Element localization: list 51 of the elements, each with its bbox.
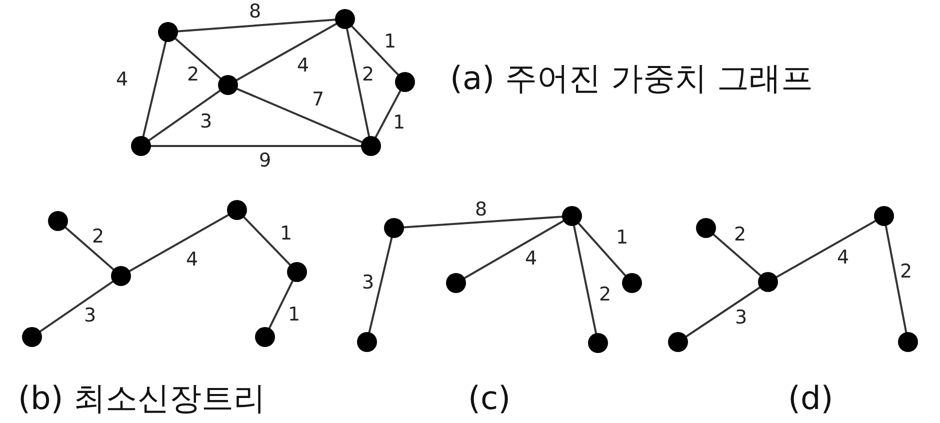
edge-line: [572, 224, 598, 334]
edge-line: [128, 214, 230, 272]
vertex-dot: [696, 218, 716, 238]
edge-line: [38, 280, 114, 333]
vertex-dot: [622, 273, 642, 293]
edge-line: [346, 28, 370, 138]
vertex-dot: [287, 262, 307, 282]
edge-line: [64, 226, 115, 271]
vertex-dot: [361, 136, 381, 156]
edge-line: [236, 88, 364, 144]
edge-line: [712, 233, 762, 277]
edge-line: [142, 40, 167, 138]
edge-line: [268, 280, 294, 330]
edge-line: [684, 286, 762, 338]
vertex-dot: [384, 218, 404, 238]
subfigure-caption: (c): [468, 382, 511, 414]
edge-line: [402, 216, 564, 228]
vertex-dot: [758, 272, 778, 292]
vertex-dot: [446, 273, 466, 293]
edge-line: [368, 236, 393, 334]
edge-line: [176, 18, 336, 32]
vertex-dot: [562, 206, 582, 226]
vertex-dot: [357, 332, 377, 352]
vertex-dot: [874, 206, 894, 226]
edge-line: [463, 220, 565, 280]
subfigure-caption: (d): [788, 382, 834, 414]
vertex-dot: [48, 211, 68, 231]
subfigure-caption: (b) 최소신장트리: [18, 382, 266, 414]
edge-line: [235, 22, 338, 82]
vertex-dot: [668, 332, 688, 352]
vertex-dot: [335, 9, 355, 29]
edge-line: [374, 89, 402, 139]
edge-line: [884, 224, 908, 334]
vertex-dot: [111, 266, 131, 286]
edge-line: [242, 216, 292, 266]
vertex-dot: [218, 75, 238, 95]
edge-line: [350, 24, 400, 76]
edge-line: [174, 37, 222, 80]
edge-line: [150, 145, 362, 147]
vertex-dot: [22, 327, 42, 347]
edge-line: [577, 222, 627, 277]
vertex-dot: [158, 22, 178, 42]
vertex-dot: [588, 333, 608, 353]
vertex-dot: [227, 200, 247, 220]
vertex-dot: [395, 72, 415, 92]
edge-line: [148, 89, 222, 142]
edge-line: [775, 220, 877, 278]
vertex-dot: [131, 136, 151, 156]
vertex-dot: [255, 327, 275, 347]
subfigure-caption: (a) 주어진 가중치 그래프: [450, 62, 814, 94]
vertex-dot: [898, 332, 918, 352]
